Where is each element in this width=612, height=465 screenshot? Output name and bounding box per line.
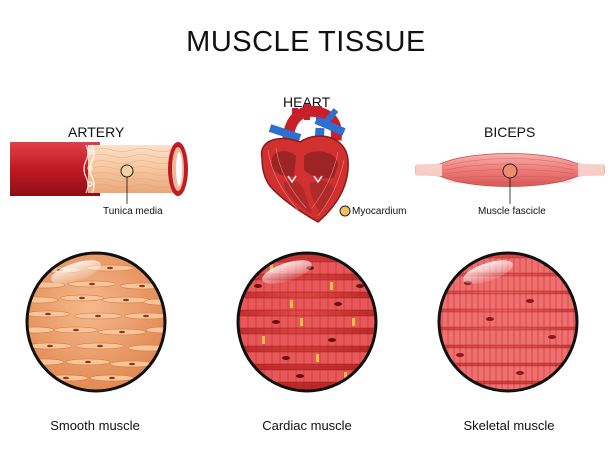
biceps-label: BICEPS [484, 124, 536, 140]
skeletal-muscle-circle [437, 251, 579, 393]
skeletal-muscle-label: Skeletal muscle [463, 418, 555, 433]
tunica-media-label: Tunica media [103, 206, 163, 217]
page-title: MUSCLE TISSUE [186, 26, 426, 58]
artery-label: ARTERY [68, 124, 125, 140]
smooth-muscle-circle [25, 251, 167, 393]
biceps-illustration [415, 153, 605, 204]
myocardium-label: Myocardium [352, 206, 407, 217]
muscle-fascicle-label: Muscle fascicle [478, 206, 546, 217]
cardiac-muscle-label: Cardiac muscle [262, 418, 352, 433]
artery-illustration [10, 142, 188, 204]
cardiac-muscle-circle [236, 251, 378, 393]
smooth-muscle-label: Smooth muscle [50, 418, 140, 433]
heart-illustration [260, 104, 351, 223]
